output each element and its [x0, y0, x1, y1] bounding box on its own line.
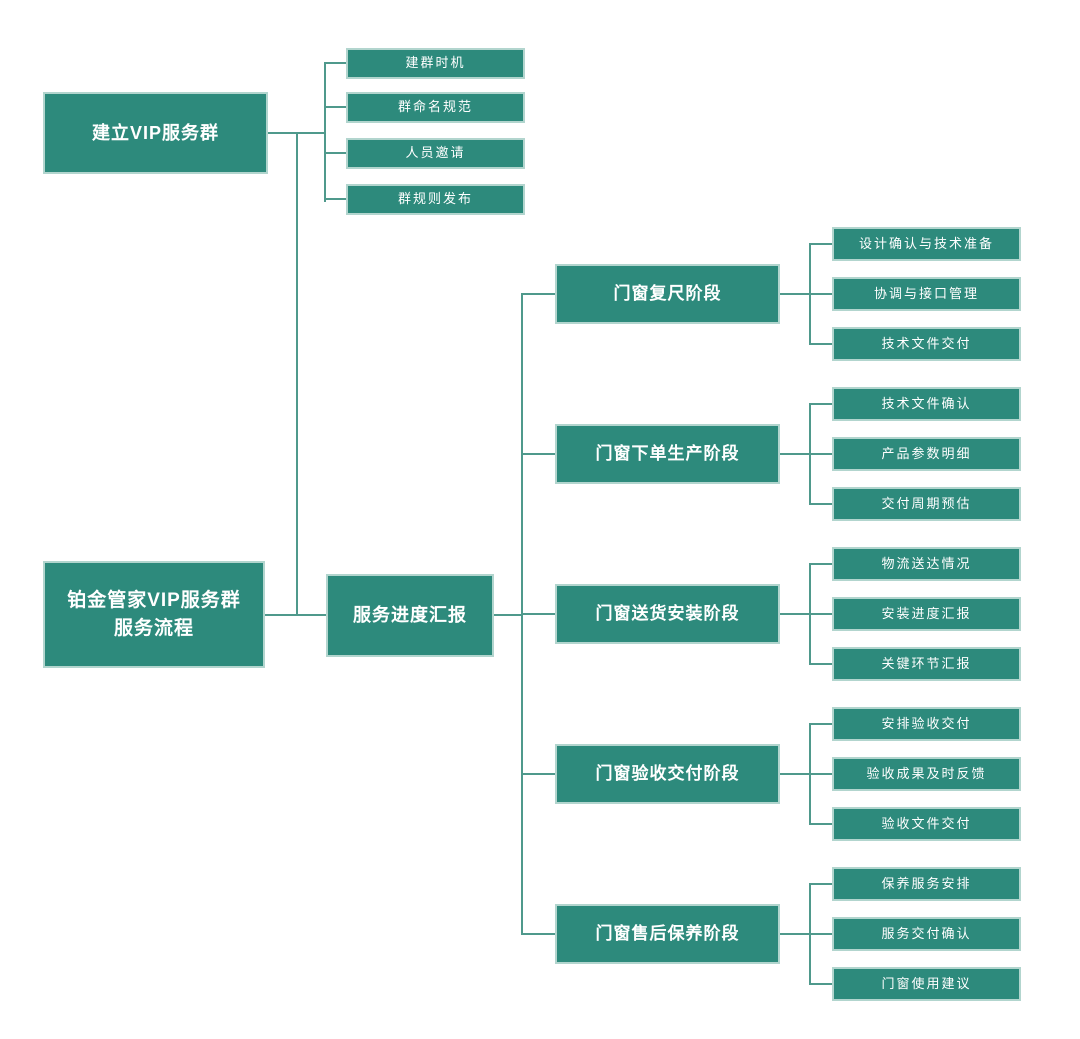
- node-root: 铂金管家VIP服务群 服务流程: [43, 561, 265, 668]
- connector-stub: [521, 933, 555, 935]
- node-label: 验收成果及时反馈: [866, 765, 987, 781]
- leaf-node: 安装进度汇报: [832, 597, 1021, 631]
- node-stage-acceptance: 门窗验收交付阶段: [555, 744, 780, 804]
- node-label: 建群时机: [405, 55, 466, 71]
- connector-stage-out: [780, 933, 811, 935]
- node-label: 服务交付确认: [881, 925, 972, 941]
- leaf-node: 保养服务安排: [832, 867, 1021, 901]
- node-label: 人员邀请: [405, 145, 466, 161]
- node-stage-order-production: 门窗下单生产阶段: [555, 424, 780, 484]
- node-label: 门窗送货安装阶段: [595, 603, 740, 623]
- connector-stub: [809, 343, 832, 345]
- leaf-node: 服务交付确认: [832, 917, 1021, 951]
- node-label: 协调与接口管理: [873, 285, 979, 301]
- connector-stub: [809, 453, 832, 455]
- node-build-vip-group: 建立VIP服务群: [43, 92, 268, 174]
- node-label: 建立VIP服务群: [91, 122, 219, 143]
- connector-stub: [809, 503, 832, 505]
- connector-stub: [809, 933, 832, 935]
- root-label-line2: 服务流程: [113, 617, 194, 639]
- node-label: 技术文件确认: [881, 395, 972, 411]
- leaf-node: 安排验收交付: [832, 707, 1021, 741]
- connector-stub: [521, 613, 555, 615]
- leaf-node: 验收成果及时反馈: [832, 757, 1021, 791]
- connector-stub: [324, 62, 346, 64]
- leaf-node: 交付周期预估: [832, 487, 1021, 521]
- node-label: 门窗售后保养阶段: [595, 923, 740, 943]
- node-label: 门窗使用建议: [881, 975, 972, 991]
- connector-stub: [809, 613, 832, 615]
- connector-stub: [809, 983, 832, 985]
- connector-setup-branch: [268, 132, 326, 134]
- connector-left-trunk: [296, 132, 298, 616]
- node-label: 安装进度汇报: [881, 605, 972, 621]
- connector-stub: [521, 293, 555, 295]
- connector-stub: [809, 403, 832, 405]
- connector-root-to-progress: [265, 614, 326, 616]
- node-stage-aftersale-maintenance: 门窗售后保养阶段: [555, 904, 780, 964]
- node-label: 服务进度汇报: [353, 605, 467, 626]
- root-label-line1: 铂金管家VIP服务群: [67, 589, 241, 611]
- node-label: 安排验收交付: [881, 715, 972, 731]
- connector-stub: [809, 773, 832, 775]
- connector-stub: [324, 106, 346, 108]
- connector-stub: [324, 152, 346, 154]
- connector-stage-out: [780, 293, 811, 295]
- connector-stub: [521, 773, 555, 775]
- connector-stage-out: [780, 613, 811, 615]
- node-label: 设计确认与技术准备: [858, 235, 994, 251]
- connector-stub: [324, 198, 346, 200]
- node-label: 门窗验收交付阶段: [595, 763, 740, 783]
- leaf-node: 技术文件确认: [832, 387, 1021, 421]
- node-group-naming: 群命名规范: [346, 92, 525, 123]
- node-stage-remeasure: 门窗复尺阶段: [555, 264, 780, 324]
- node-label: 交付周期预估: [881, 495, 972, 511]
- node-label: 群命名规范: [397, 99, 473, 115]
- node-stage-delivery-install: 门窗送货安装阶段: [555, 584, 780, 644]
- connector-stub: [809, 293, 832, 295]
- connector-stub: [809, 883, 832, 885]
- leaf-node: 协调与接口管理: [832, 277, 1021, 311]
- node-label: 关键环节汇报: [881, 655, 972, 671]
- connector-stage-out: [780, 773, 811, 775]
- leaf-node: 技术文件交付: [832, 327, 1021, 361]
- node-label: 门窗复尺阶段: [613, 283, 722, 303]
- connector-stub: [809, 563, 832, 565]
- connector-stub: [809, 663, 832, 665]
- leaf-node: 产品参数明细: [832, 437, 1021, 471]
- leaf-node: 关键环节汇报: [832, 647, 1021, 681]
- connector-stub: [809, 823, 832, 825]
- node-label: 保养服务安排: [881, 875, 972, 891]
- connector-progress-branch: [494, 614, 523, 616]
- leaf-node: 验收文件交付: [832, 807, 1021, 841]
- node-label: 物流送达情况: [881, 555, 972, 571]
- connector-stage-out: [780, 453, 811, 455]
- node-progress-report: 服务进度汇报: [326, 574, 494, 657]
- node-member-invite: 人员邀请: [346, 138, 525, 169]
- leaf-node: 物流送达情况: [832, 547, 1021, 581]
- node-label: 验收文件交付: [881, 815, 972, 831]
- leaf-node: 门窗使用建议: [832, 967, 1021, 1001]
- node-label: 技术文件交付: [881, 335, 972, 351]
- node-label: 产品参数明细: [881, 445, 972, 461]
- leaf-node: 设计确认与技术准备: [832, 227, 1021, 261]
- connector-stub: [809, 243, 832, 245]
- connector-stub: [521, 453, 555, 455]
- node-label: 门窗下单生产阶段: [595, 443, 740, 463]
- node-label: 群规则发布: [397, 191, 473, 207]
- connector-setup-child-trunk: [324, 62, 326, 202]
- connector-stub: [809, 723, 832, 725]
- node-group-rules: 群规则发布: [346, 184, 525, 215]
- node-group-timing: 建群时机: [346, 48, 525, 79]
